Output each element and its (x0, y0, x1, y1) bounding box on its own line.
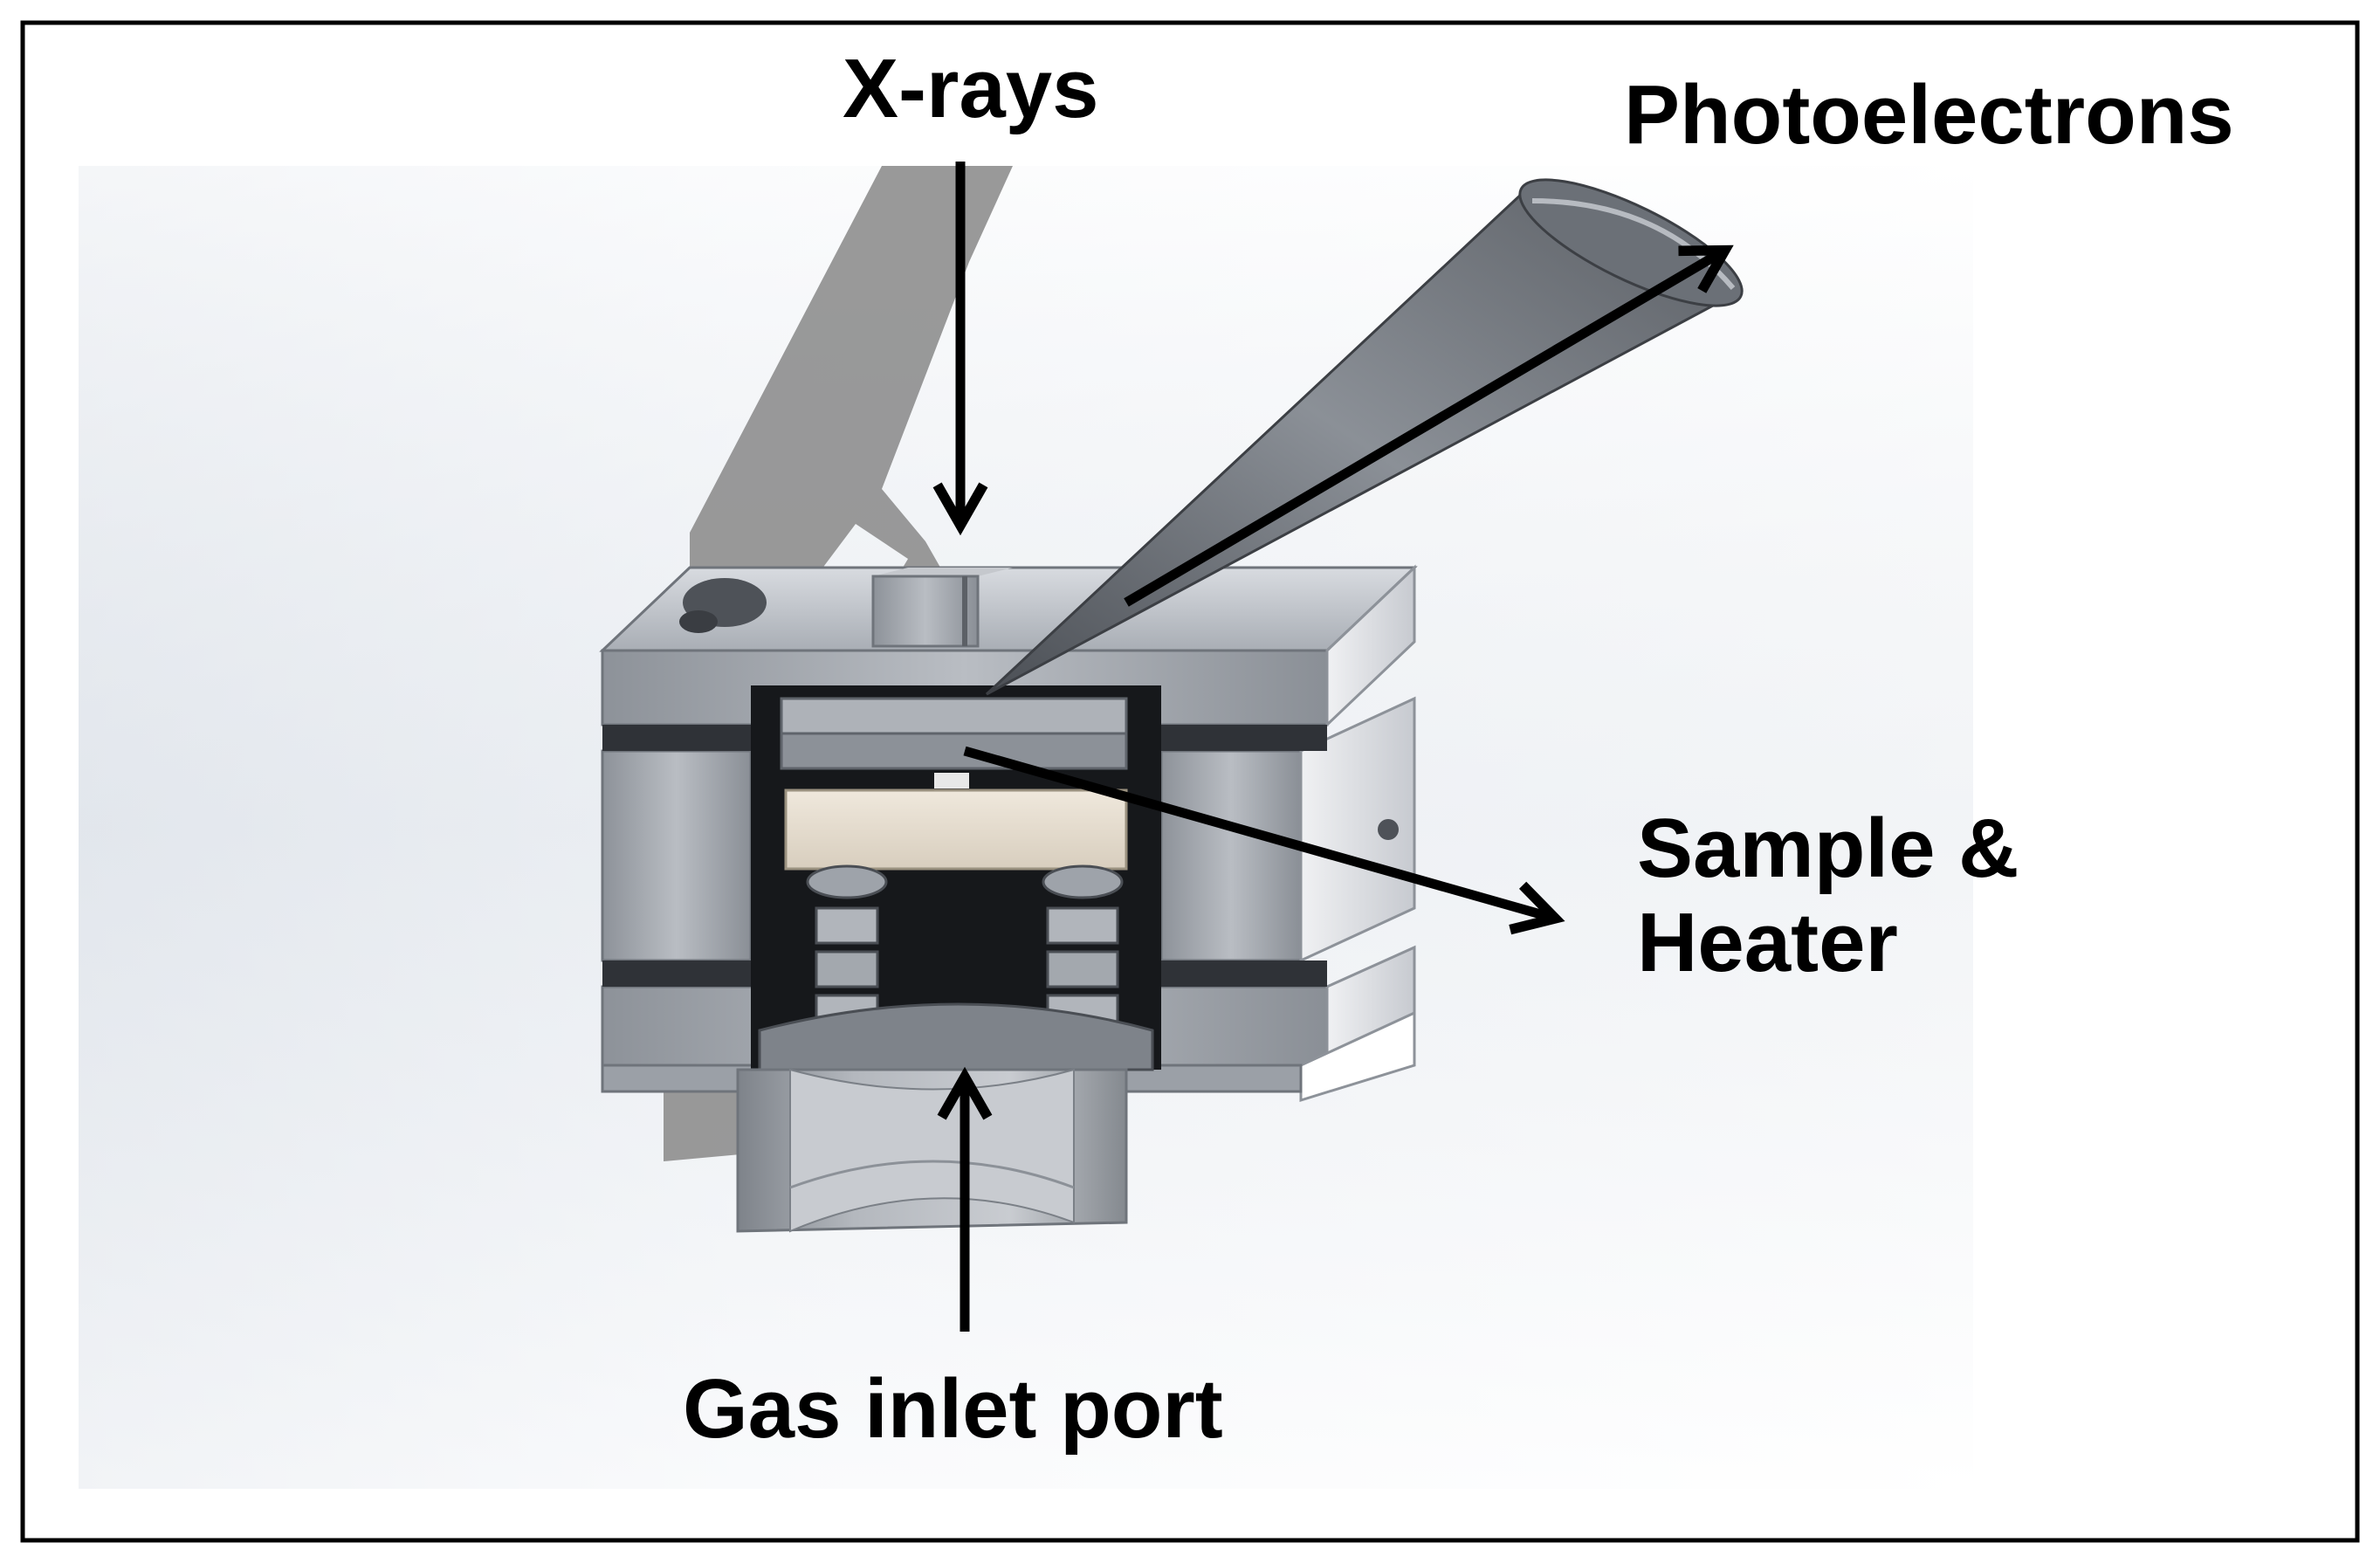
arrows (932, 162, 1734, 1332)
xrays-label: X-rays (843, 42, 1099, 135)
photoelectrons-label: Photoelectrons (1624, 68, 2234, 162)
sample-heater-label-line2: Heater (1637, 895, 1898, 989)
cell-body (599, 564, 1418, 1233)
sample-arrow (963, 746, 1565, 935)
sample-heater-label-line1: Sample & (1637, 802, 2019, 895)
photoelectrons-arrow (1124, 244, 1734, 607)
sample-heater-label: Sample & Heater (1637, 802, 2019, 989)
right-nuts (1042, 864, 1124, 1032)
gas-inlet-label: Gas inlet port (683, 1362, 1223, 1456)
